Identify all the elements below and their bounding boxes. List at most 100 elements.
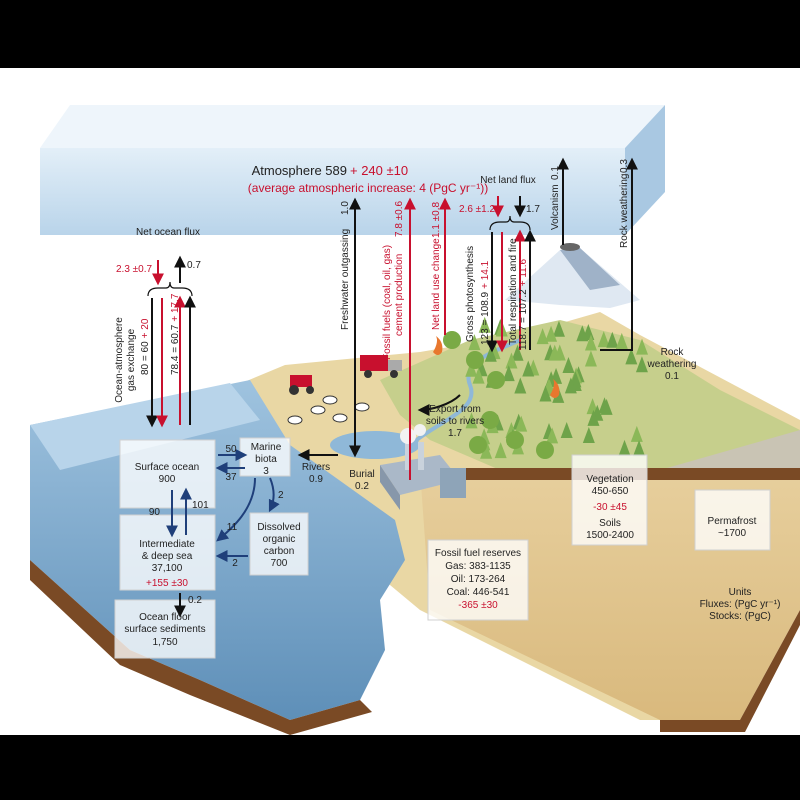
vegetation-label: Vegetation xyxy=(586,474,633,485)
tree-icon xyxy=(635,356,648,373)
tree-icon xyxy=(597,331,610,348)
freshwater-outgassing: Freshwater outgassing xyxy=(340,229,351,330)
tree-icon xyxy=(564,377,577,394)
burial-value: 0.2 xyxy=(355,481,369,492)
tree-icon xyxy=(522,360,535,377)
marine-biota-box xyxy=(239,437,291,477)
marine-biota-label-2: biota xyxy=(255,454,277,465)
doc-value: 700 xyxy=(271,558,288,569)
tree-icon xyxy=(546,427,559,444)
rock-weathering2-label-2: weathering xyxy=(647,359,697,370)
flux-2b: 2 xyxy=(232,558,238,569)
tree-icon xyxy=(606,331,619,348)
gross-photosynthesis-label: Gross photosynthesis xyxy=(465,246,476,342)
flux-0-2: 0.2 xyxy=(188,595,202,606)
soils-value: 1500-2400 xyxy=(586,530,634,541)
deep-sea-change: +155 ±30 xyxy=(146,578,188,589)
rivers-label: Rivers xyxy=(302,462,330,473)
tree-icon xyxy=(545,325,558,342)
soils-label: Soils xyxy=(599,518,621,529)
marine-biota-label-1: Marine xyxy=(251,442,282,453)
tree-icon xyxy=(615,332,628,349)
braces xyxy=(147,215,531,297)
doc-box xyxy=(249,512,309,576)
rock-weathering2-value: 0.1 xyxy=(665,371,679,382)
doc-label-1: Dissolved xyxy=(257,522,300,533)
tree-icon xyxy=(443,331,461,349)
vegetation-value: 450-650 xyxy=(592,486,629,497)
net-ocean-flux-down: 2.3 ±0.7 xyxy=(116,264,153,275)
factory-icon xyxy=(380,424,466,510)
fire-icon xyxy=(433,336,560,398)
bottom-black-band xyxy=(0,735,800,800)
permafrost-label: Permafrost xyxy=(708,516,757,527)
flux-90: 90 xyxy=(149,507,161,518)
net-land-flux-label: Net land flux xyxy=(480,175,536,186)
tree-icon xyxy=(548,344,561,361)
rivers-value: 0.9 xyxy=(309,474,323,485)
tree-icon xyxy=(539,385,552,402)
ocean-floor-value: 1,750 xyxy=(152,637,177,648)
fossil-reserves-box xyxy=(427,539,529,621)
tree-icon xyxy=(466,351,484,369)
tree-icon xyxy=(618,439,631,456)
net-land-flux-red: 2.6 ±1.2 xyxy=(459,204,496,215)
flux-arrows xyxy=(146,157,638,618)
tree-icon xyxy=(576,325,589,342)
burial-label: Burial xyxy=(349,469,375,480)
respiration-value: 118.7 = 107.2+ 11.6 xyxy=(518,259,529,350)
permafrost-value: ~1700 xyxy=(718,528,747,539)
atmosphere-anthropogenic: + 240 ±10 xyxy=(350,163,408,178)
deep-sea-label-1: Intermediate xyxy=(139,539,195,550)
tree-icon xyxy=(587,409,600,426)
tree-icon xyxy=(465,360,478,377)
surface-ocean-label: Surface ocean xyxy=(135,462,200,473)
deep-sea-value: 37,100 xyxy=(152,563,183,574)
gas-exchange-label-2: gas exchange xyxy=(126,328,137,391)
vegetation-soils-box xyxy=(571,454,648,546)
tree-icon xyxy=(487,371,505,389)
tree-icon xyxy=(506,431,524,449)
land-use-label: Net land use change xyxy=(431,238,442,330)
ocean-down-flux: 80 = 60+ 20 xyxy=(140,318,151,375)
units-stocks: Stocks: (PgC) xyxy=(709,611,771,622)
tree-icon xyxy=(630,425,643,442)
export-value: 1.7 xyxy=(448,428,462,439)
tree-icon xyxy=(514,377,527,394)
tree-icon xyxy=(505,352,518,369)
fossil-reserves-gas: Gas: 383-1135 xyxy=(445,561,511,572)
flux-50: 50 xyxy=(225,444,237,455)
atmosphere-title: Atmosphere 589 xyxy=(252,163,347,178)
volcanism-value: 0.1 xyxy=(550,166,561,180)
tree-icon xyxy=(552,320,565,337)
fossil-reserves-title: Fossil fuel reserves xyxy=(435,548,521,559)
farm-icons xyxy=(287,355,402,425)
permafrost-box xyxy=(694,489,771,551)
tree-icon xyxy=(636,338,649,355)
rock-weathering2-label-1: Rock xyxy=(661,347,685,358)
tree-icon xyxy=(584,350,597,367)
tree-icon xyxy=(625,348,638,365)
fossil-fuels-label: Fossil fuels (coal, oil, gas) xyxy=(382,245,393,360)
flux-2a: 2 xyxy=(278,490,284,501)
doc-label-3: carbon xyxy=(264,546,295,557)
flux-101: 101 xyxy=(192,500,209,511)
tree-icon xyxy=(465,412,478,429)
tree-icon xyxy=(494,442,507,459)
fossil-fuels-value: 7.8 ±0.6 xyxy=(394,200,405,237)
net-land-flux-black: 1.7 xyxy=(526,204,540,215)
units-fluxes: Fluxes: (PgC yr⁻¹) xyxy=(700,599,781,610)
gross-photosynthesis-value: 123 = 108.9+ 14.1 xyxy=(480,260,491,345)
surface-ocean-box xyxy=(119,439,216,509)
top-black-band xyxy=(0,0,800,68)
tree-icon xyxy=(481,411,499,429)
tree-icon xyxy=(562,356,575,373)
rock-weathering-label: Rock weathering xyxy=(619,174,630,248)
tree-icon xyxy=(511,344,524,361)
respiration-label: Total respiration and fire xyxy=(508,238,519,345)
tree-icon xyxy=(478,316,491,333)
ocean-floor-label-2: surface sediments xyxy=(124,624,205,635)
ocean-internal-arrows xyxy=(166,449,280,562)
